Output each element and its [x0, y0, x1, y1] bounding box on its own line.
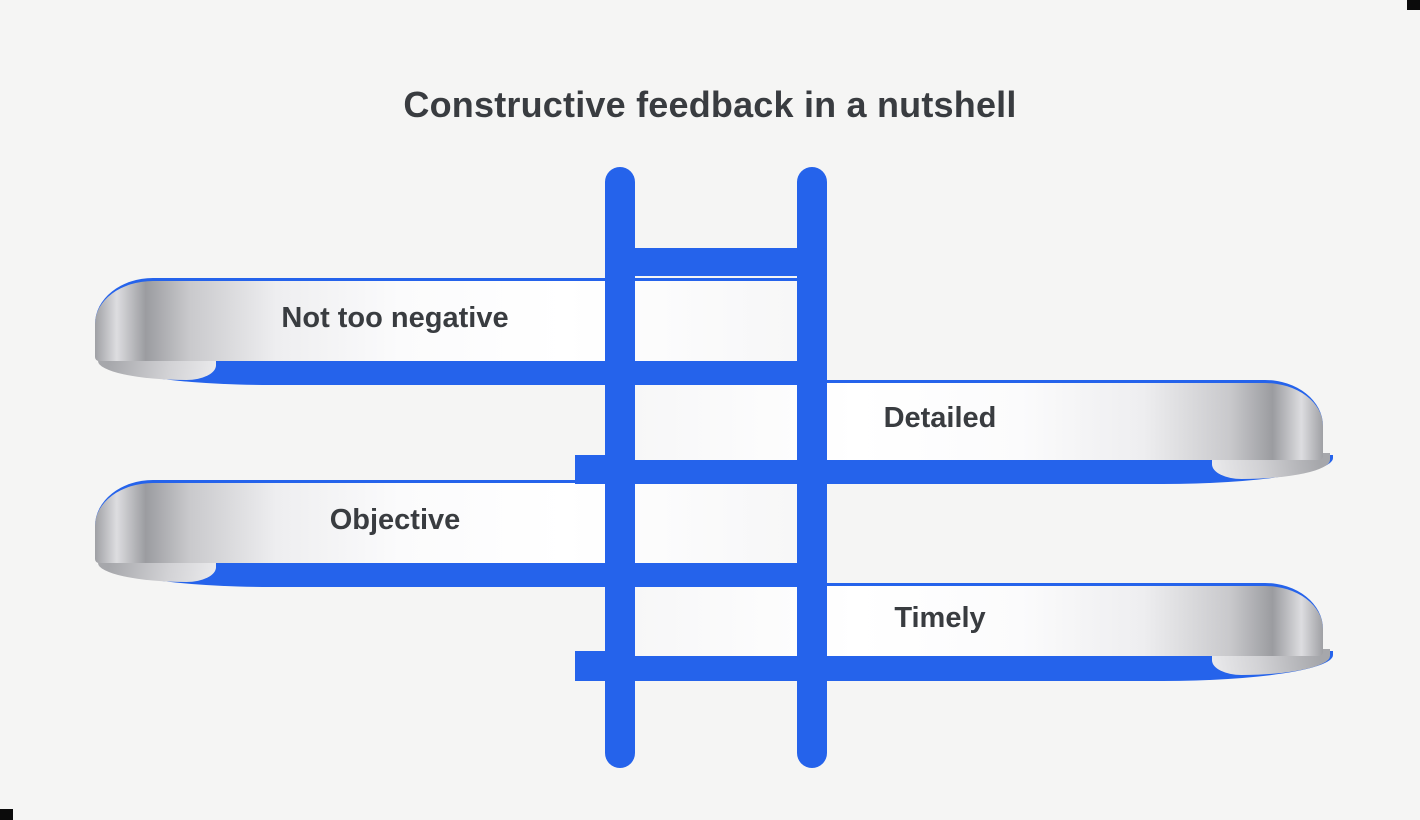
ribbon-detailed: Detailed [575, 380, 1335, 486]
corner-artifact-top-right [1407, 0, 1420, 10]
ribbon-label: Detailed [883, 402, 997, 434]
ribbon-band [605, 380, 1323, 460]
ribbon-label: Not too negative [281, 301, 509, 334]
ribbon-not-too-negative: Not too negative [95, 278, 820, 385]
ribbon-stripe [575, 651, 1333, 681]
ribbon-label: Timely [894, 601, 986, 634]
ribbon-timely: Timely [575, 583, 1335, 683]
ribbon-band [95, 480, 820, 563]
ladder-top-rung [605, 248, 827, 276]
ribbon-label: Objective [329, 503, 461, 536]
ribbon-band [95, 278, 820, 361]
corner-artifact-bottom-left [0, 809, 13, 820]
ribbon-band [605, 583, 1323, 656]
ribbon-objective: Objective [95, 480, 820, 589]
page-title: Constructive feedback in a nutshell [403, 84, 1017, 125]
